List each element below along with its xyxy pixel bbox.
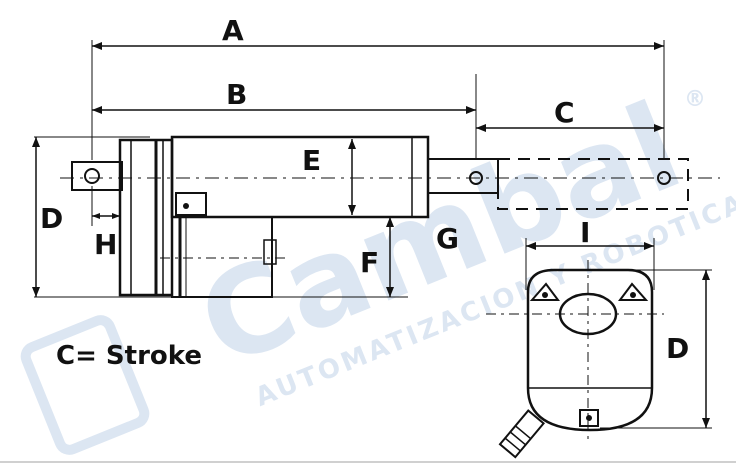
- label-B: B: [226, 78, 247, 111]
- label-E: E: [302, 144, 321, 177]
- label-C: C: [554, 96, 575, 129]
- label-I: I: [580, 216, 590, 249]
- dimension-labels: A B C D E F G H I D C= Stroke: [40, 14, 689, 371]
- rear-clevis: [71, 161, 123, 191]
- label-F: F: [360, 246, 379, 279]
- actuator-end-view: [486, 260, 664, 459]
- label-G: G: [436, 222, 459, 255]
- watermark-registered-mark: ®: [684, 87, 706, 112]
- stroke-note: C= Stroke: [56, 341, 202, 371]
- label-A: A: [222, 14, 244, 47]
- watermark: Cambal AUTOMATIZACION Y ROBOTICA ®: [20, 77, 736, 455]
- rear-pivot-hole: [84, 168, 100, 184]
- end-view-housing: [526, 268, 654, 432]
- watermark-logo-shape: [20, 315, 150, 455]
- gearbox-housing: [118, 138, 174, 297]
- dimension-lines: [32, 40, 712, 429]
- label-D-end: D: [666, 332, 689, 365]
- end-view-cable-gland: [498, 409, 545, 459]
- label-H: H: [94, 228, 117, 261]
- motor-cable-gland: [263, 239, 277, 265]
- label-D: D: [40, 202, 63, 235]
